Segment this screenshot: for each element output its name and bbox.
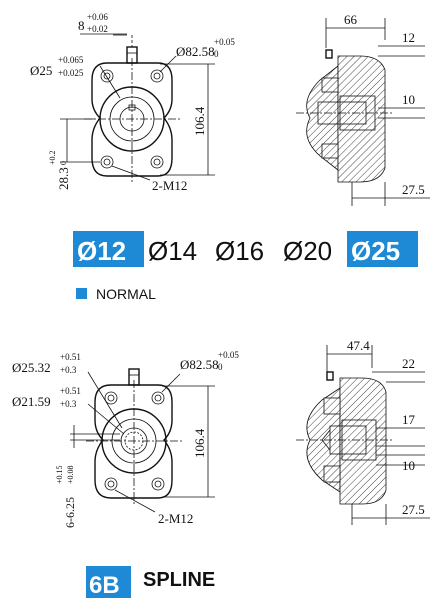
shaft-size-4: Ø20 (283, 236, 332, 266)
shaft-size-2: Ø14 (148, 236, 197, 266)
dim-47: 47.4 (347, 338, 370, 353)
top-dimension-labels: 8 +0.06 +0.02 Ø25 +0.065 +0.025 Ø82.58 +… (30, 12, 425, 197)
thread-label-bottom: 2-M12 (158, 511, 193, 526)
dim-d25-tol-upper: +0.065 (58, 55, 84, 65)
dim-d82: Ø82.58 (176, 44, 215, 59)
dim-d21-59-tol-lower: +0.3 (60, 399, 77, 409)
dim-106-bottom: 106.4 (192, 428, 207, 458)
bottom-side-view (296, 345, 430, 525)
legend: NORMAL (76, 286, 156, 302)
code-badge (86, 566, 131, 598)
dim-27-bottom: 27.5 (402, 502, 425, 517)
dim-d25-tol-lower: +0.025 (58, 68, 84, 78)
dim-10: 10 (402, 92, 415, 107)
dim-8-tol-upper: +0.06 (87, 12, 108, 22)
dim-28-tol-upper: +0.2 (48, 150, 57, 165)
spline-label: SPLINE (143, 569, 215, 591)
dim-12: 12 (402, 30, 415, 45)
dim-d25-32-tol-upper: +0.51 (60, 352, 81, 362)
thread-label: 2-M12 (152, 178, 187, 193)
shaft-size-5: Ø25 (351, 236, 400, 266)
legend-label: NORMAL (96, 286, 156, 302)
dim-d25-32-tol-lower: +0.3 (60, 365, 77, 375)
dim-106: 106.4 (192, 106, 207, 136)
dim-10-bottom: 10 (402, 458, 415, 473)
dim-d25-32: Ø25.32 (12, 360, 51, 375)
legend-swatch (76, 288, 87, 299)
dim-8: 8 (78, 18, 85, 33)
dim-6-6: 6-6.25 (63, 497, 77, 528)
spline-heading: 6B SPLINE (86, 566, 215, 598)
dim-d82-bottom-tol-lower: 0 (218, 362, 223, 372)
dim-22: 22 (402, 356, 415, 371)
bottom-dimension-labels: Ø25.32 +0.51 +0.3 Ø21.59 +0.51 +0.3 Ø82.… (12, 338, 425, 528)
dim-8-tol-lower: +0.02 (87, 24, 108, 34)
dim-28-tol-lower: 0 (59, 161, 68, 165)
dim-66: 66 (344, 12, 358, 27)
shaft-size-row: Ø12 Ø14 Ø16 Ø20 Ø25 (73, 231, 418, 267)
top-front-view (60, 33, 215, 182)
shaft-size-highlight-1 (73, 231, 144, 267)
top-side-view (296, 18, 430, 206)
dim-17: 17 (402, 412, 416, 427)
dim-d25: Ø25 (30, 63, 52, 78)
dim-d21-59: Ø21.59 (12, 394, 51, 409)
bottom-front-view (70, 368, 215, 513)
dim-6-6-tol-upper: +0.15 (55, 465, 64, 484)
dim-28: 28.3 (56, 167, 71, 190)
dim-d82-tol-lower: 0 (214, 49, 219, 59)
shaft-size-3: Ø16 (215, 236, 264, 266)
dim-27: 27.5 (402, 182, 425, 197)
dim-d21-59-tol-upper: +0.51 (60, 386, 81, 396)
dim-6-6-tol-lower: +0.08 (66, 465, 75, 484)
dim-d82-bottom-tol-upper: +0.05 (218, 350, 239, 360)
shaft-size-1: Ø12 (77, 236, 126, 266)
code-badge-text: 6B (89, 572, 120, 598)
dim-d82-bottom: Ø82.58 (180, 357, 219, 372)
dim-d82-tol-upper: +0.05 (214, 37, 235, 47)
shaft-size-highlight-5 (347, 231, 418, 267)
